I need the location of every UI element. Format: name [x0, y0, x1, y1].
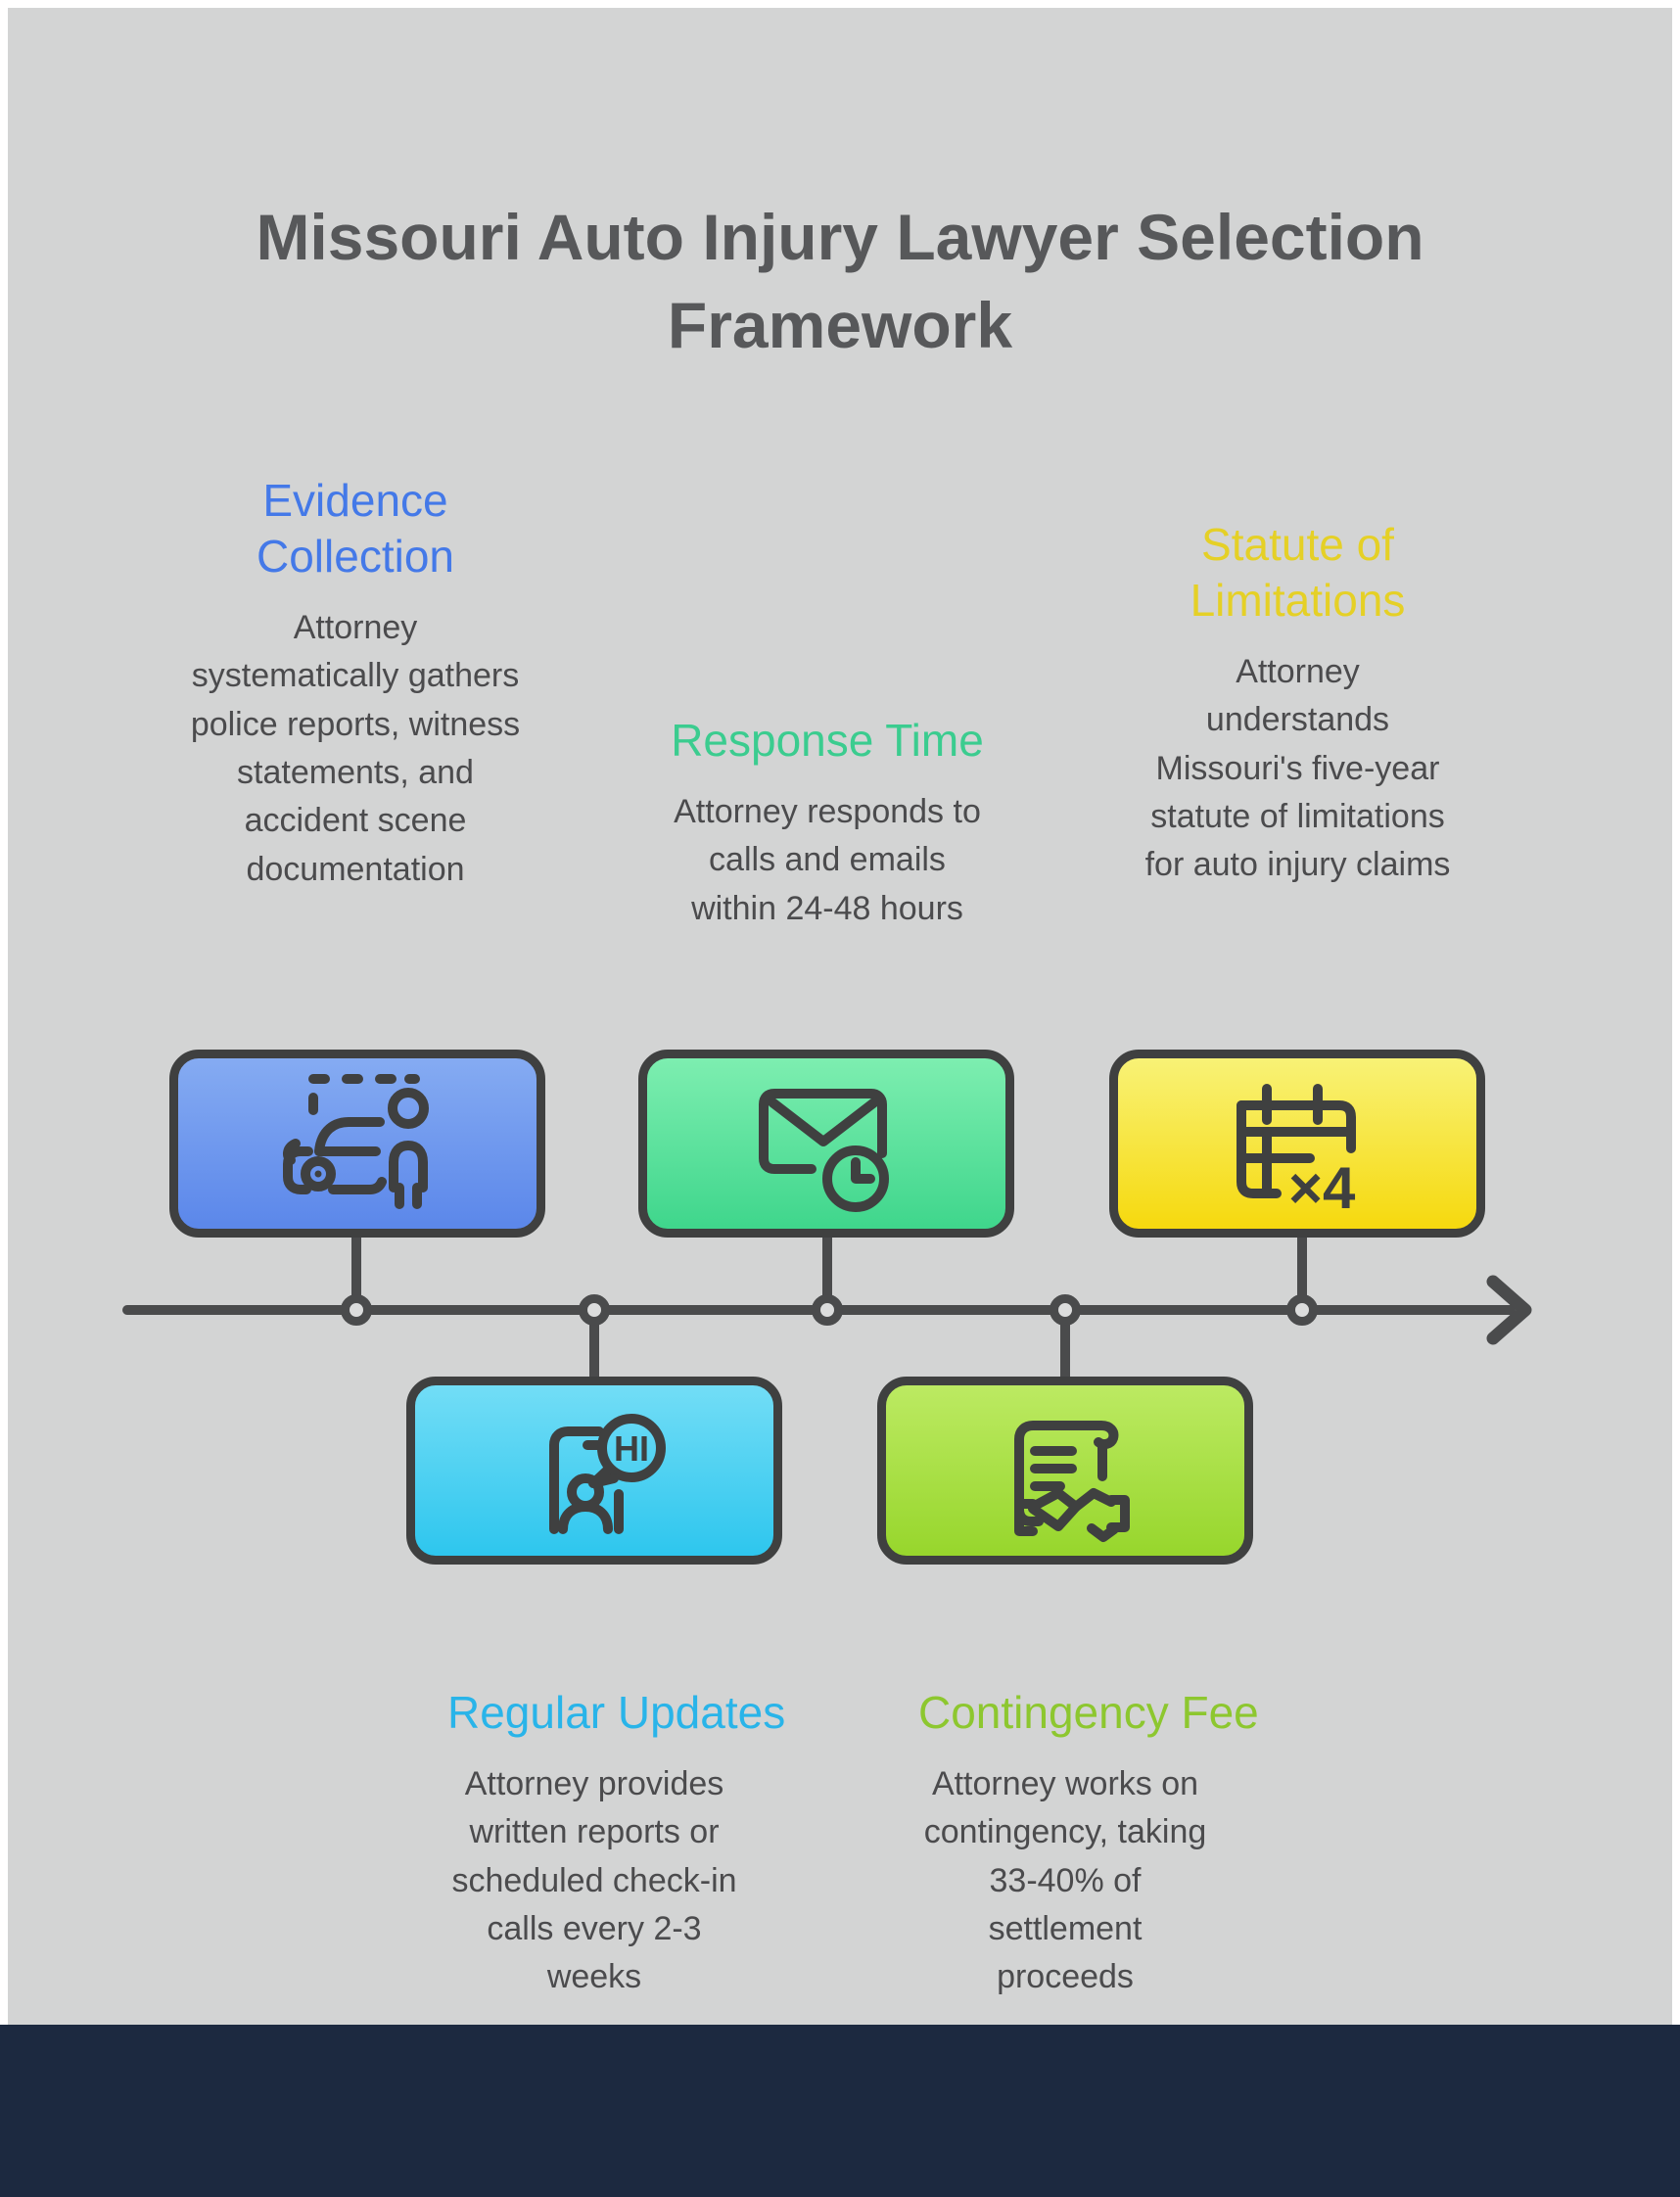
timeline-node-2 [579, 1294, 610, 1326]
step-text-contingency-fee: Contingency Fee Attorney works on contin… [918, 1685, 1259, 2002]
calendar-multiplier-label: ×4 [1288, 1155, 1356, 1221]
step-text-response-time: Response Time Attorney responds to calls… [666, 713, 989, 933]
mail-clock-icon [759, 1089, 889, 1212]
icon-box-response-time [638, 1050, 1014, 1238]
page-title: Missouri Auto Injury Lawyer Selection Fr… [256, 201, 1424, 361]
car-accident-person-icon [282, 1074, 429, 1209]
connector-contingency-fee [1060, 1324, 1070, 1379]
step-text-evidence-collection: Evidence Collection Attorney systematica… [189, 473, 522, 894]
connector-response-time [822, 1236, 832, 1298]
calendar-x4-icon: ×4 [1237, 1084, 1356, 1221]
step-desc-regular-updates: Attorney provides written reports or sch… [451, 1765, 737, 1996]
phone-contact-greeting-icon: HI [549, 1414, 666, 1534]
speech-bubble-greeting-label: HI [614, 1428, 649, 1469]
step-text-regular-updates: Regular Updates Attorney provides writte… [447, 1685, 786, 2002]
connector-regular-updates [589, 1324, 599, 1379]
step-desc-response-time: Attorney responds to calls and emails wi… [674, 793, 981, 927]
step-desc-evidence-collection: Attorney systematically gathers police r… [190, 609, 521, 888]
connector-evidence-collection [351, 1236, 361, 1298]
step-title-contingency-fee: Contingency Fee [918, 1687, 1259, 1738]
step-text-statute-of-limitations: Statute of Limitations Attorney understa… [1143, 517, 1452, 890]
contract-handshake-icon [1014, 1421, 1130, 1542]
icon-box-evidence-collection [169, 1050, 545, 1238]
step-desc-statute-of-limitations: Attorney understands Missouri's five-yea… [1144, 653, 1451, 884]
timeline-arrowhead-icon [1486, 1275, 1532, 1345]
timeline-node-3 [812, 1294, 843, 1326]
icon-box-regular-updates: HI [406, 1377, 782, 1565]
step-title-evidence-collection: Evidence Collection [257, 475, 454, 583]
timeline-node-5 [1286, 1294, 1318, 1326]
timeline-node-4 [1050, 1294, 1081, 1326]
step-desc-contingency-fee: Attorney works on contingency, taking 33… [923, 1765, 1207, 1996]
icon-box-statute-of-limitations: ×4 [1109, 1050, 1485, 1238]
step-title-statute-of-limitations: Statute of Limitations [1190, 519, 1406, 627]
icon-box-contingency-fee [877, 1377, 1253, 1565]
footer-band [0, 2025, 1680, 2197]
step-title-regular-updates: Regular Updates [447, 1687, 786, 1738]
step-title-response-time: Response Time [671, 715, 984, 766]
connector-statute-of-limitations [1297, 1236, 1307, 1298]
content-panel [8, 8, 1672, 2025]
timeline-node-1 [341, 1294, 372, 1326]
